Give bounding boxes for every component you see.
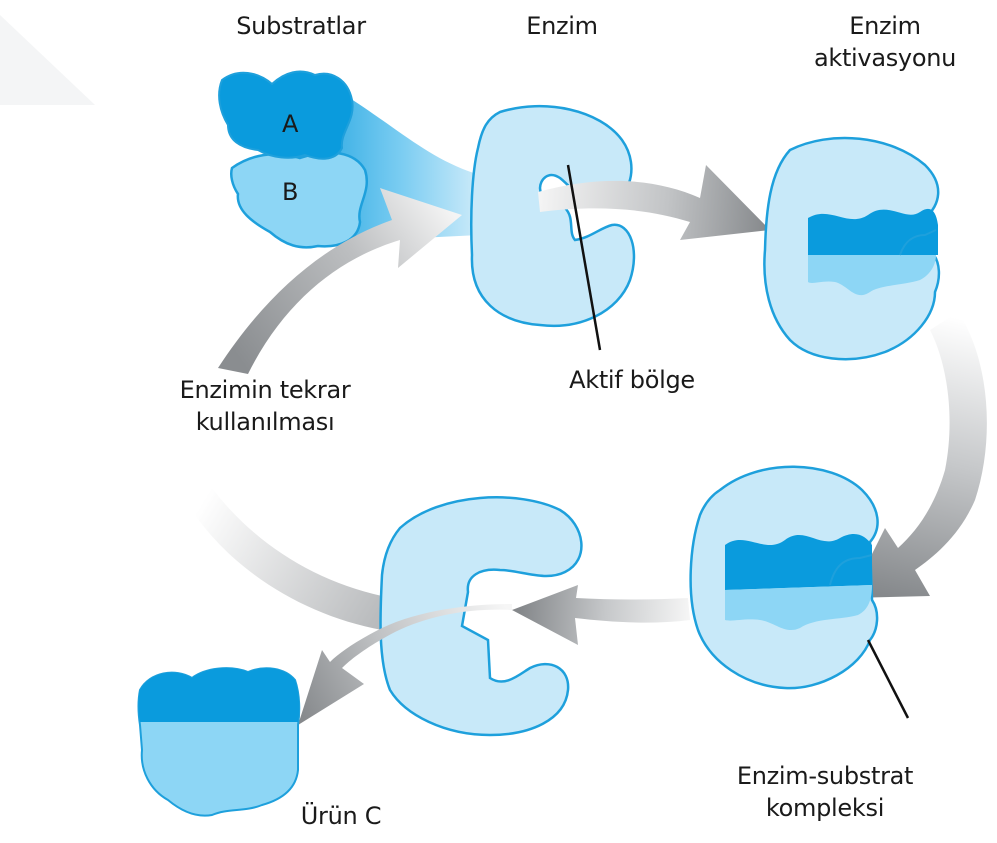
- label-enzyme-substrate-complex: Enzim-substrat kompleksi: [700, 760, 950, 824]
- activated-substrate-a-band: [808, 209, 938, 255]
- corner-watermark-shape: [0, 15, 95, 105]
- product-c-top-band: [139, 668, 300, 722]
- label-active-site: Aktif bölge: [552, 364, 712, 396]
- label-enzyme-activation: Enzim aktivasyonu: [800, 10, 970, 74]
- substrate-b-shape: [231, 153, 367, 248]
- substrate-b-letter: B: [282, 178, 298, 206]
- substrate-a-letter: A: [282, 110, 298, 138]
- complex-substrate-a-band: [725, 534, 872, 590]
- label-substrates: Substratlar: [226, 10, 376, 42]
- label-product-c: Ürün C: [286, 800, 396, 832]
- complex-pointer-line: [868, 640, 908, 718]
- enzyme-shape: [471, 106, 634, 326]
- release-arrow: [512, 585, 690, 645]
- reuse-arrow-tail: [190, 488, 394, 632]
- label-enzyme: Enzim: [512, 10, 612, 42]
- label-enzyme-reuse: Enzimin tekrar kullanılması: [150, 374, 380, 438]
